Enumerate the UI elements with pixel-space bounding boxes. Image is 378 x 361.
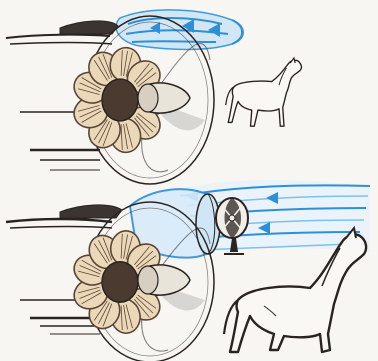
top-exhaust-stub — [60, 21, 118, 34]
top-spinner — [138, 83, 190, 113]
top-engine-figure — [6, 10, 301, 184]
engine-crankcase — [102, 262, 138, 302]
small-horse-icon — [226, 58, 302, 126]
bottom-engine-figure — [6, 180, 370, 361]
bottom-spinner — [138, 265, 190, 295]
top-airflow-icon — [116, 10, 243, 50]
engine-crankcase — [102, 79, 138, 121]
